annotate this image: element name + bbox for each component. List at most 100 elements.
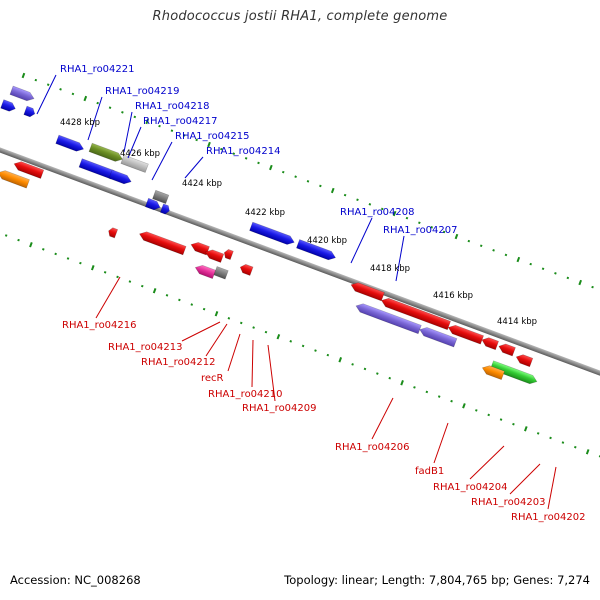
scale-label-4420: 4420 kbp	[307, 236, 347, 246]
scale-dot	[17, 238, 20, 242]
gene-label-RHA1_ro04203[interactable]: RHA1_ro04203	[471, 497, 546, 508]
gene-label-RHA1_ro04212[interactable]: RHA1_ro04212	[141, 357, 216, 368]
gene-label-RHA1_ro04218[interactable]: RHA1_ro04218	[135, 101, 210, 112]
gene-label-RHA1_ro04202[interactable]: RHA1_ro04202	[511, 512, 586, 523]
scale-dot	[492, 249, 495, 252]
scale-dot	[405, 216, 409, 220]
scale-dot	[566, 276, 570, 280]
scale-tick	[454, 233, 459, 240]
gene-label-fadB1[interactable]: fadB1	[415, 466, 444, 477]
scale-dot	[418, 221, 421, 225]
gene-arrow-blue[interactable]	[0, 99, 17, 113]
gene-label-recR[interactable]: recR	[201, 373, 224, 384]
gene-label-RHA1_ro04204[interactable]: RHA1_ro04204	[433, 482, 508, 493]
gene-arrow-gray[interactable]	[152, 189, 170, 205]
scale-outer-dots	[21, 72, 594, 289]
leader-lines	[36, 74, 557, 510]
gene-arrow-blue[interactable]	[55, 134, 85, 153]
leader-line	[205, 323, 228, 357]
gene-label-RHA1_ro04219[interactable]: RHA1_ro04219	[105, 86, 180, 97]
scale-dot	[202, 307, 206, 311]
leader-line	[251, 339, 254, 388]
gene-features	[0, 85, 538, 385]
gene-arrow-orange[interactable]	[481, 364, 505, 381]
scale-dot	[351, 363, 354, 366]
scale-dot	[121, 111, 124, 114]
gene-arrow-blue[interactable]	[108, 169, 133, 186]
gene-label-RHA1_ro04217[interactable]: RHA1_ro04217	[143, 116, 218, 127]
gene-arrow-red[interactable]	[189, 240, 210, 256]
gene-arrow-blue[interactable]	[144, 197, 161, 211]
gene-label-RHA1_ro04221[interactable]: RHA1_ro04221	[60, 64, 135, 75]
scale-dot	[430, 226, 434, 229]
gene-arrow-olive[interactable]	[88, 142, 124, 163]
gene-arrow-red[interactable]	[13, 160, 45, 179]
gene-arrow-red[interactable]	[497, 342, 516, 357]
gene-label-RHA1_ro04215[interactable]: RHA1_ro04215	[175, 131, 250, 142]
scale-tick	[269, 164, 273, 171]
gene-arrow-pink[interactable]	[194, 263, 217, 280]
genome-summary-text: Topology: linear; Length: 7,804,765 bp; …	[284, 573, 590, 587]
gene-arrow-violet[interactable]	[418, 325, 458, 348]
scale-dot	[294, 175, 297, 179]
gene-arrow-violet[interactable]	[9, 85, 36, 103]
gene-arrow-red[interactable]	[223, 248, 234, 261]
gene-label-RHA1_ro04209[interactable]: RHA1_ro04209	[242, 403, 317, 414]
gene-label-RHA1_ro04206[interactable]: RHA1_ro04206	[335, 442, 410, 453]
gene-arrow-orange[interactable]	[0, 168, 30, 189]
forward-gene-labels: RHA1_ro04221 RHA1_ro04219 RHA1_ro04218 R…	[60, 64, 458, 236]
gene-arrow-red[interactable]	[380, 296, 451, 331]
scale-tick	[330, 187, 335, 194]
gene-arrow-red[interactable]	[480, 336, 499, 351]
leader-line	[36, 74, 57, 115]
scale-tick	[214, 311, 219, 317]
scale-dot	[467, 239, 471, 243]
gene-arrow-red[interactable]	[204, 248, 225, 263]
gene-label-RHA1_ro04216[interactable]: RHA1_ro04216	[62, 320, 137, 331]
scale-dot	[356, 198, 359, 202]
scale-dot	[140, 284, 144, 288]
scale-dot	[178, 298, 181, 302]
gene-arrow-violet[interactable]	[354, 302, 422, 335]
genome-track	[0, 72, 600, 458]
gene-arrow-gray[interactable]	[213, 266, 229, 280]
gene-arrow-red[interactable]	[138, 230, 187, 256]
scale-dot	[71, 92, 75, 96]
gene-label-RHA1_ro04208[interactable]: RHA1_ro04208	[340, 207, 415, 218]
gene-arrow-blue[interactable]	[23, 105, 37, 118]
scale-dot	[182, 134, 186, 137]
scale-dot	[239, 321, 243, 325]
gene-arrow-red[interactable]	[239, 263, 254, 276]
scale-tick	[585, 449, 590, 455]
scale-tick	[21, 72, 26, 79]
scale-dot	[504, 253, 508, 257]
scale-dot	[289, 340, 293, 343]
scale-dot	[264, 330, 268, 334]
scale-dot	[363, 367, 367, 371]
scale-tick	[338, 357, 343, 363]
gene-label-RHA1_ro04213[interactable]: RHA1_ro04213	[108, 342, 183, 353]
scale-tick	[152, 288, 157, 294]
gene-label-RHA1_ro04210[interactable]: RHA1_ro04210	[208, 389, 283, 400]
gene-label-RHA1_ro04207[interactable]: RHA1_ro04207	[383, 225, 458, 236]
scale-label-4422: 4422 kbp	[245, 208, 285, 218]
scale-dot	[54, 252, 57, 256]
gene-arrow-blue[interactable]	[296, 239, 337, 262]
scale-dot	[128, 280, 132, 283]
gene-arrow-blue[interactable]	[159, 203, 171, 215]
scale-dot	[319, 184, 322, 188]
gene-arrow-red[interactable]	[107, 227, 119, 239]
scale-tick	[276, 334, 281, 340]
gene-arrow-lightgray[interactable]	[120, 154, 149, 173]
gene-label-RHA1_ro04214[interactable]: RHA1_ro04214	[206, 146, 281, 157]
scale-dot	[244, 157, 248, 160]
scale-labels: 4428 kbp 4426 kbp 4424 kbp 4422 kbp 4420…	[60, 118, 537, 327]
scale-dot	[108, 106, 112, 109]
gene-arrow-blue[interactable]	[249, 221, 296, 246]
scale-dot	[116, 275, 119, 279]
gene-arrow-red[interactable]	[447, 323, 484, 345]
scale-dot	[4, 234, 8, 237]
gene-arrow-red[interactable]	[515, 353, 534, 368]
gene-arrow-red[interactable]	[349, 281, 385, 302]
